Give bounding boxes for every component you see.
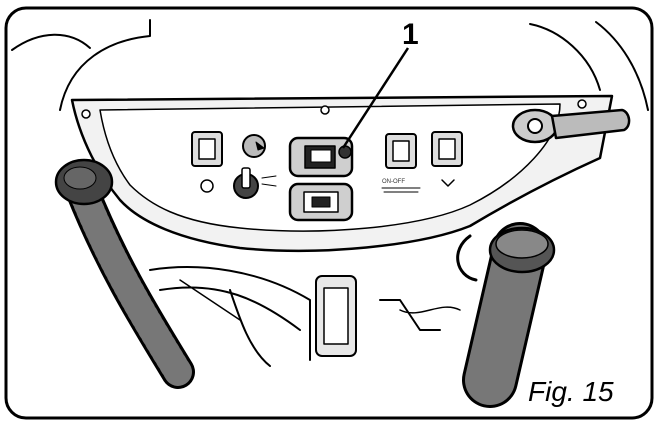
callout-number-1: 1 [402,18,419,51]
screw-icon [577,99,587,109]
figure-caption: Fig. 15 [528,376,614,407]
rotary-knob [242,134,266,158]
callout-leader-1 [341,47,410,149]
cap-strap [456,234,478,282]
screw-icon [320,105,330,115]
brush-symbol-icon [200,179,214,193]
machine-body-left [59,19,151,111]
nozzle-symbol-icon [441,179,455,187]
on-off-label: ON-OFF [382,179,405,185]
cable-top-left [11,33,91,51]
frame-bar [149,266,311,361]
machine-body-right [529,23,601,91]
screw-icon [81,109,91,119]
